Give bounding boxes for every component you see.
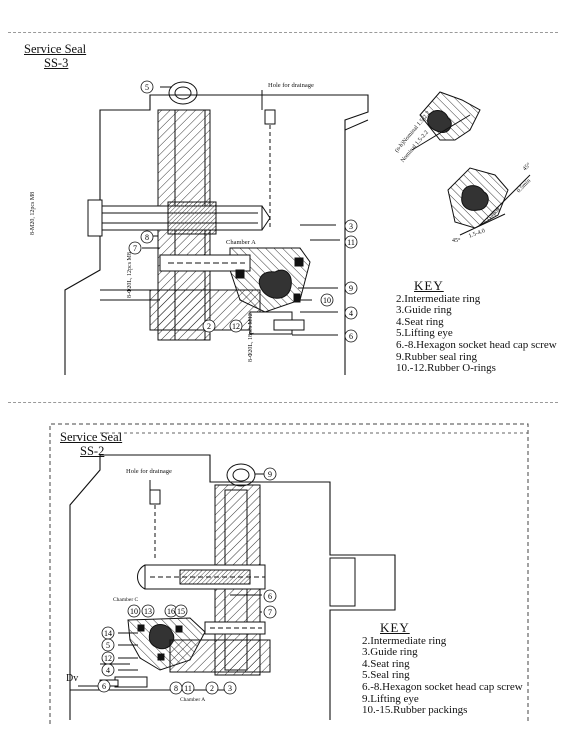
ss2-frame [49, 423, 529, 724]
ss2-callout-7: 7 [263, 605, 277, 619]
ss3-callout-10: 10 [320, 293, 334, 307]
ss2-key: KEY 2.Intermediate ring 3.Guide ring 4.S… [362, 620, 523, 717]
svg-text:16: 16 [167, 607, 175, 616]
ss3-key-item: 3.Guide ring [396, 304, 452, 317]
ss2-key-item: 5.Seal ring [362, 669, 410, 682]
ss3-key-item: 5.Lifting eye [396, 327, 453, 340]
ss3-key: KEY 2.Intermediate ring 3.Guide ring 4.S… [396, 278, 557, 375]
ss2-callout-9: 9 [263, 467, 277, 481]
ss2-chamber-a-label: Chamber A [180, 697, 206, 703]
svg-text:12: 12 [232, 322, 240, 331]
ss2-callout-2: 2 [205, 681, 219, 695]
ss2-callout-5: 5 [101, 638, 115, 652]
ss3-callout-7: 7 [128, 241, 142, 255]
svg-text:8: 8 [145, 233, 149, 242]
ss3-screw-label-1: 8-M20, 12pcs M8 [30, 191, 36, 235]
ss3-callouts: 5 87 2 12 3 11 9 10 4 6 [128, 80, 358, 343]
ss3-key-item: 10.-12.Rubber O-rings [396, 362, 496, 375]
ss3-callout-2: 2 [202, 319, 216, 333]
ss3-title: Service Seal [24, 42, 87, 56]
ss2-subtitle: SS-2 [80, 444, 105, 458]
svg-text:6: 6 [349, 332, 353, 341]
svg-text:11: 11 [347, 238, 355, 247]
ss2-callout-8: 8 [169, 681, 183, 695]
svg-text:4: 4 [106, 666, 110, 675]
ss3-title-block: Service Seal SS-3 [24, 42, 86, 70]
ss2-key-item: 9.Lifting eye [362, 692, 419, 705]
svg-text:11: 11 [184, 684, 192, 693]
ss3-callout-5: 5 [140, 80, 154, 94]
svg-text:10: 10 [130, 607, 138, 616]
svg-text:9: 9 [268, 470, 272, 479]
ss3-callout-9: 9 [344, 281, 358, 295]
svg-text:3: 3 [228, 684, 232, 693]
svg-text:5: 5 [145, 83, 149, 92]
ss2-dv-label: Dv [66, 673, 79, 684]
ss3-callout-4: 4 [344, 306, 358, 320]
svg-text:7: 7 [268, 608, 272, 617]
ss2-callout-14: 14 [101, 626, 115, 640]
svg-text:8: 8 [174, 684, 178, 693]
svg-text:6: 6 [268, 592, 272, 601]
ss2-hole-label: Hole for drainage [126, 468, 172, 475]
ss3-key-title: KEY [414, 278, 444, 293]
ss3-key-item: 9.Rubber seal ring [396, 350, 477, 363]
ss3-detail-upper [411, 91, 481, 151]
ss3-detail-lower [447, 167, 531, 236]
ss2-key-item: 10.-15.Rubber packings [362, 704, 468, 717]
svg-text:10: 10 [323, 296, 331, 305]
top-separator [8, 32, 558, 33]
svg-text:12: 12 [104, 654, 112, 663]
ss2-key-item: 3.Guide ring [362, 646, 418, 659]
svg-text:2: 2 [210, 684, 214, 693]
ss3-subtitle: SS-3 [44, 56, 69, 70]
ss2-key-item: 2.Intermediate ring [362, 634, 447, 647]
ss3-key-item: 6.-8.Hexagon socket head cap screw [396, 338, 557, 351]
svg-text:13: 13 [144, 607, 152, 616]
svg-text:9: 9 [349, 284, 353, 293]
ss2-title-block: Service Seal SS-2 [60, 430, 122, 458]
ss2-key-title: KEY [380, 620, 410, 635]
svg-text:14: 14 [104, 629, 112, 638]
ss3-chamber-label: Chamber A [226, 239, 256, 246]
ss3-screw-label-2: 8-Φ20L, 12pcs M8 [127, 252, 133, 298]
ss2-callout-13: 13 [141, 604, 155, 618]
svg-text:4: 4 [349, 309, 353, 318]
ss3-key-item: 4.Seat ring [396, 315, 444, 328]
ss2-callout-15: 15 [174, 604, 188, 618]
ss2-chamber-c-label: Chamber C [113, 597, 139, 603]
ss3-callout-3: 3 [344, 219, 358, 233]
ss3-key-item: 2.Intermediate ring [396, 292, 481, 305]
ss3-hole-label: Hole for drainage [268, 82, 314, 89]
ss3-screw-label-3: 8-Φ20L, 18pcs M12 [248, 313, 254, 362]
ss2-callout-12: 12 [101, 651, 115, 665]
svg-text:7: 7 [133, 244, 137, 253]
svg-text:6: 6 [102, 682, 106, 691]
ss3-detail-label-6: 45° [452, 238, 461, 244]
ss3-callout-12: 12 [229, 319, 243, 333]
ss2-drawing [69, 454, 396, 720]
svg-text:2: 2 [207, 322, 211, 331]
svg-text:15: 15 [177, 607, 185, 616]
ss3-callout-11: 11 [344, 235, 358, 249]
ss3-callout-8: 8 [140, 230, 154, 244]
ss2-key-item: 4.Seat ring [362, 657, 410, 670]
ss2-title: Service Seal [60, 430, 123, 444]
ss2-callout-6: 6 [97, 679, 111, 693]
svg-text:3: 3 [349, 222, 353, 231]
ss3-callout-6: 6 [344, 329, 358, 343]
ss2-key-item: 6.-8.Hexagon socket head cap screw [362, 680, 523, 693]
ss2-callout-3: 3 [223, 681, 237, 695]
ss2-callout-4: 4 [101, 663, 115, 677]
ss2-callout-10: 10 [127, 604, 141, 618]
svg-text:5: 5 [106, 641, 110, 650]
ss3-drawing [64, 81, 369, 375]
ss2-callout-11: 11 [181, 681, 195, 695]
ss2-callout-6: 6 [263, 589, 277, 603]
middle-separator [8, 402, 558, 403]
